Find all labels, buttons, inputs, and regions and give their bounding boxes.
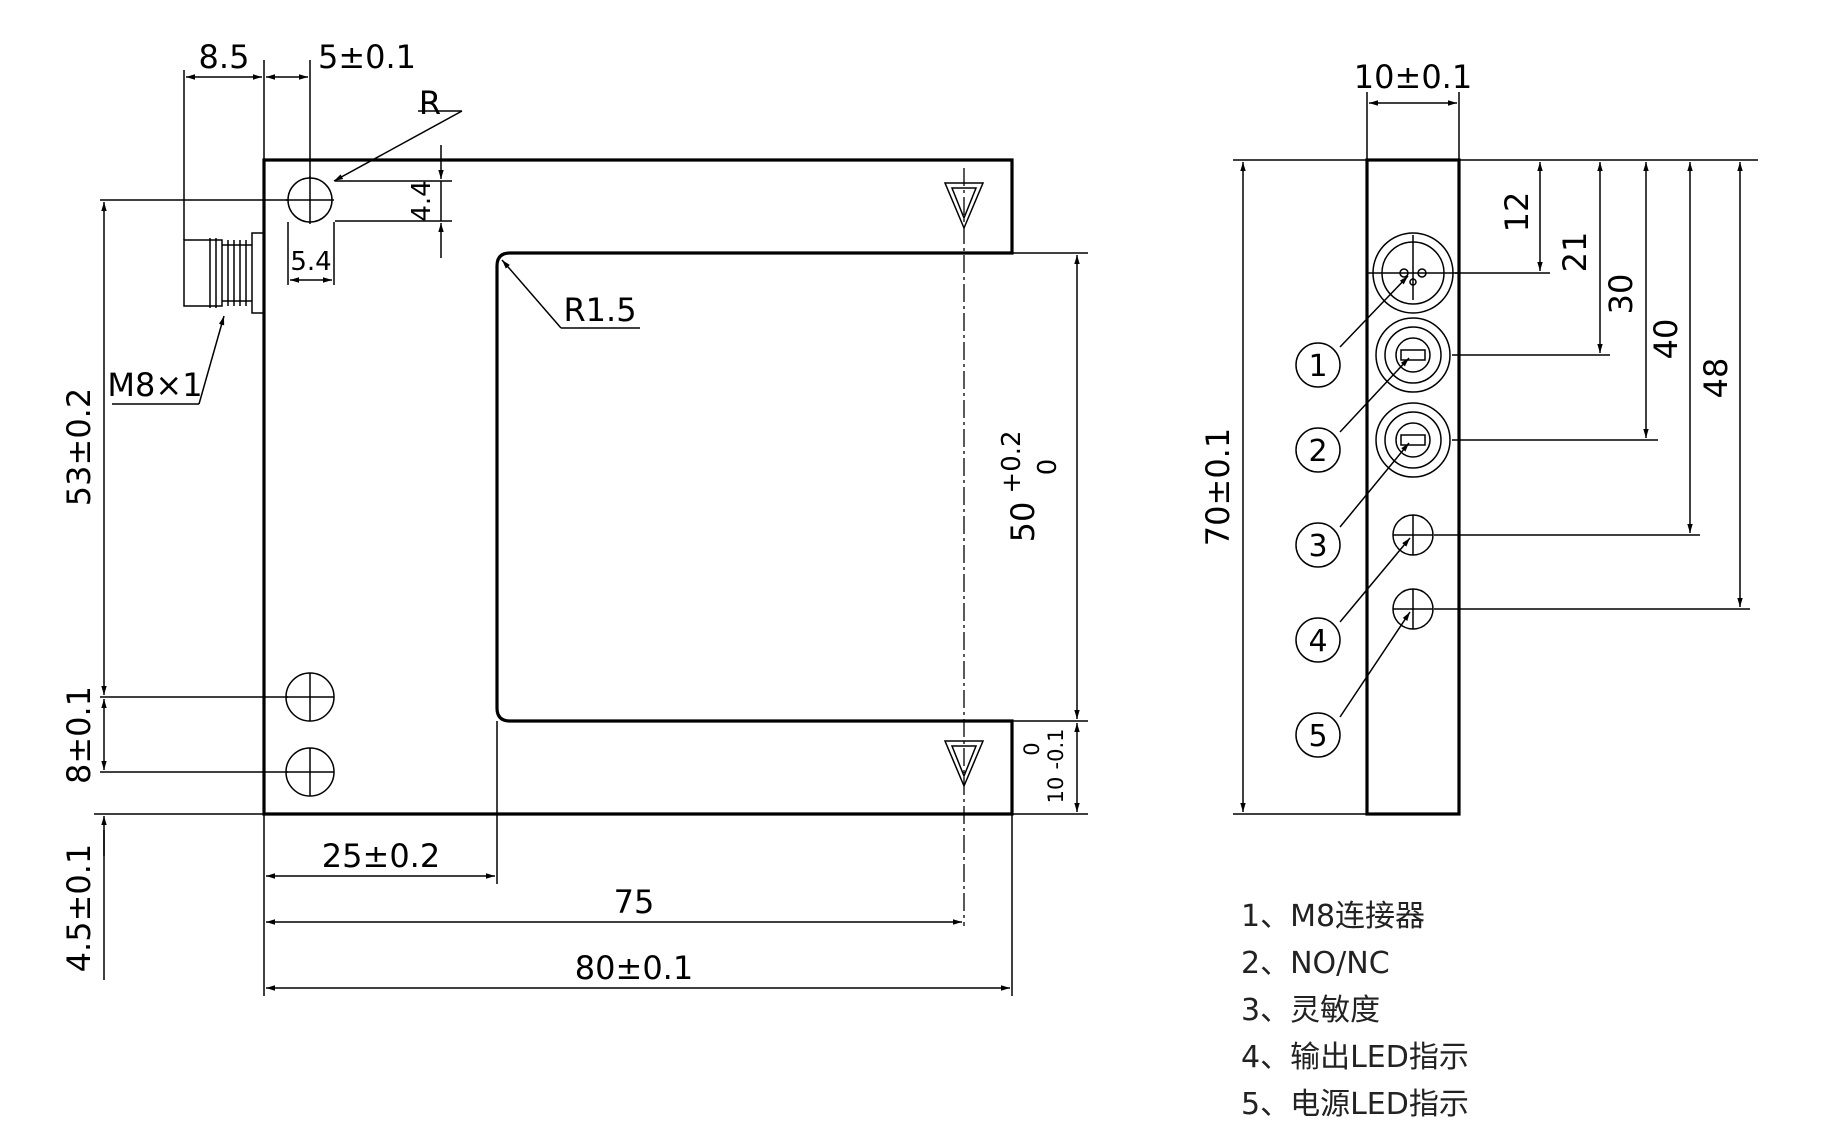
mount-hole-bottom (285, 747, 335, 797)
callout-2: 2 (1295, 427, 1341, 473)
switch-no-nc (1375, 317, 1451, 393)
dim-12: 12 (1498, 192, 1536, 233)
dim-48: 48 (1697, 358, 1735, 399)
callout-4: 4 (1295, 617, 1341, 663)
dim-8: 8±0.1 (60, 686, 98, 784)
dim-53: 53±0.2 (60, 388, 98, 506)
connector-m8-side (1368, 232, 1460, 314)
m8-connector (183, 232, 265, 314)
legend-item-sensitivity: 3、灵敏度 (1241, 993, 1381, 1028)
dim-21: 21 (1556, 232, 1594, 273)
dim-radius-r: R (419, 84, 441, 122)
dim-80: 80±0.1 (575, 949, 693, 987)
dim-10-width: 10±0.1 (1354, 58, 1472, 96)
dim-10-upper-tol: 0 (1020, 742, 1044, 755)
callout-5: 5 (1295, 712, 1341, 758)
dim-m8-thread: M8×1 (107, 366, 202, 404)
callout-5-label: 5 (1308, 719, 1327, 754)
callout-2-label: 2 (1308, 434, 1327, 469)
side-body-outline (1365, 158, 1461, 816)
callout-3: 3 (1295, 522, 1341, 568)
dim-5-4: 5.4 (290, 247, 331, 277)
dim-50-upper-tol: +0.2 (997, 430, 1027, 493)
legend-item-connector: 1、M8连接器 (1241, 899, 1426, 934)
dim-10-nominal: 10 (1044, 777, 1068, 804)
dim-50-nominal: 50 (1004, 502, 1042, 543)
dim-40: 40 (1647, 319, 1685, 360)
slot-hole-top (286, 176, 334, 224)
dimension-lines-front (101, 74, 1080, 991)
callout-4-label: 4 (1308, 624, 1327, 659)
callout-1: 1 (1295, 342, 1341, 388)
extension-lines-front (94, 60, 1088, 996)
dim-30: 30 (1602, 274, 1640, 315)
dimension-lines-side (1240, 100, 1743, 812)
dim-5: 5±0.1 (318, 38, 416, 76)
fork-body-outline (262, 158, 1014, 816)
callout-1-label: 1 (1308, 349, 1327, 384)
dim-25: 25±0.2 (322, 837, 440, 875)
dim-4-5: 4.5±0.1 (60, 844, 98, 973)
dim-10-lower-tol: -0.1 (1044, 729, 1068, 770)
legend-item-output-led: 4、输出LED指示 (1241, 1040, 1469, 1075)
dim-4-4: 4.4 (407, 180, 437, 221)
power-led (1392, 588, 1434, 630)
legend: 1、M8连接器 2、NO/NC 3、灵敏度 4、输出LED指示 5、电源LED指… (1241, 893, 1469, 1128)
legend-item-power-led: 5、电源LED指示 (1241, 1087, 1469, 1122)
front-view: 8.5 5±0.1 R 4.4 5.4 R1.5 M8×1 53±0.2 8±0… (60, 38, 1088, 996)
side-view: 1 2 3 4 5 10±0.1 70±0.1 12 21 30 40 48 (1199, 58, 1758, 816)
dim-75: 75 (614, 883, 655, 921)
output-led (1392, 514, 1434, 556)
sensitivity-knob (1375, 402, 1451, 478)
callout-3-label: 3 (1308, 529, 1327, 564)
dim-70: 70±0.1 (1199, 428, 1237, 546)
dim-50-lower-tol: 0 (1033, 459, 1063, 476)
mount-hole-middle (285, 672, 335, 722)
dim-r1-5: R1.5 (563, 291, 636, 329)
legend-item-no-nc: 2、NO/NC (1241, 946, 1390, 981)
extension-lines-side (1233, 92, 1758, 815)
dim-8-5: 8.5 (199, 38, 250, 76)
